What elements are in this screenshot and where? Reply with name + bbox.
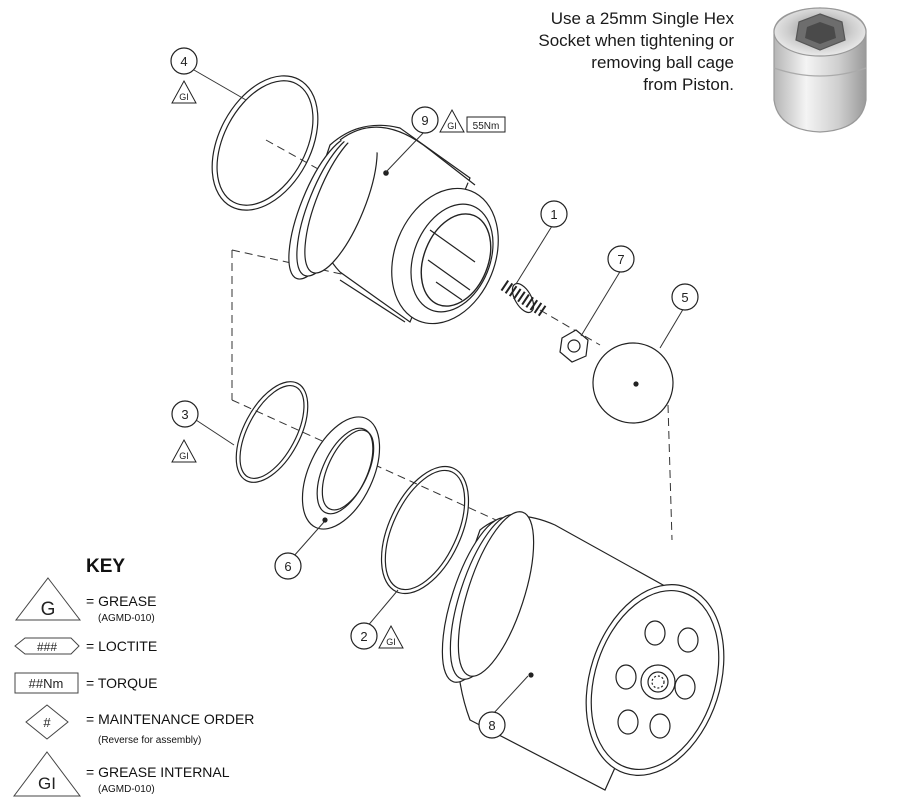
key-torque-row: ##Nm = TORQUE: [14, 672, 157, 694]
svg-text:GI: GI: [179, 92, 189, 102]
torque-tag-9: 55Nm: [466, 116, 506, 133]
order-label: = MAINTENANCE ORDER: [86, 711, 254, 727]
balloon-6: 6: [274, 552, 302, 580]
svg-text:5: 5: [681, 290, 688, 305]
svg-text:GI: GI: [179, 451, 189, 461]
note-line-2: Socket when tightening or: [538, 31, 734, 50]
key-grease-internal-row: GI = GREASE INTERNAL (AGMD-010): [13, 751, 230, 797]
svg-text:1: 1: [550, 207, 557, 222]
socket-instruction-note: Use a 25mm Single Hex Socket when tighte…: [494, 8, 734, 96]
balloon-7: 7: [607, 245, 635, 273]
balloon-9: 9: [411, 106, 439, 134]
loctite-symbol: ###: [37, 640, 57, 654]
key-legend: KEY G = GREASE (AGMD-010) ### = LOCTITE …: [13, 556, 254, 797]
svg-text:4: 4: [180, 54, 187, 69]
svg-text:9: 9: [421, 113, 428, 128]
svg-text:GI: GI: [447, 121, 457, 131]
spring-part-1: [500, 280, 548, 317]
key-grease-row: G = GREASE (AGMD-010): [14, 577, 156, 624]
balloon-3: 3: [171, 400, 199, 428]
svg-text:2: 2: [360, 629, 367, 644]
balloon-2: 2: [350, 622, 378, 650]
loctite-label: = LOCTITE: [86, 638, 157, 654]
svg-text:55Nm: 55Nm: [473, 121, 500, 132]
svg-text:GI: GI: [386, 637, 396, 647]
washer-part-6: [301, 416, 381, 530]
key-title: KEY: [86, 556, 125, 577]
torque-label: = TORQUE: [86, 675, 157, 691]
grease-internal-tag-3: GI: [171, 438, 197, 463]
grease-internal-tag-4: GI: [171, 79, 197, 104]
grease-internal-tag-2: GI: [378, 624, 404, 649]
svg-text:3: 3: [181, 407, 188, 422]
note-line-3: removing ball cage: [591, 53, 734, 72]
balloon-5: 5: [671, 283, 699, 311]
piston-body-part-8: [441, 511, 725, 791]
hex-socket-image: [773, 7, 867, 133]
note-line-4: from Piston.: [643, 75, 734, 94]
grease-internal-label: = GREASE INTERNAL: [86, 764, 230, 780]
grease-label: = GREASE: [86, 593, 156, 609]
disc-part-5: [592, 342, 674, 424]
grease-internal-symbol: GI: [38, 774, 56, 793]
svg-text:6: 6: [284, 559, 291, 574]
key-loctite-row: ### = LOCTITE: [14, 637, 157, 655]
grease-internal-tag-9: GI: [439, 108, 465, 133]
note-line-1: Use a 25mm Single Hex: [550, 9, 734, 28]
balloon-1: 1: [540, 200, 568, 228]
housing-part-9: [288, 124, 499, 325]
ball-cage-part-7: [559, 329, 589, 363]
grease-symbol: G: [41, 599, 56, 620]
order-symbol: #: [43, 715, 51, 730]
grease-code: (AGMD-010): [98, 613, 155, 624]
leader-lines: [193, 69, 686, 715]
key-maintenance-order-row: # = MAINTENANCE ORDER (Reverse for assem…: [25, 704, 254, 746]
svg-text:7: 7: [617, 252, 624, 267]
svg-text:8: 8: [488, 718, 495, 733]
o-ring-part-3: [235, 381, 309, 483]
order-note: (Reverse for assembly): [98, 735, 201, 746]
balloon-8: 8: [478, 711, 506, 739]
balloon-4: 4: [170, 47, 198, 75]
grease-internal-code: (AGMD-010): [98, 784, 155, 795]
o-ring-part-4: [211, 75, 319, 211]
torque-symbol: ##Nm: [29, 676, 64, 691]
